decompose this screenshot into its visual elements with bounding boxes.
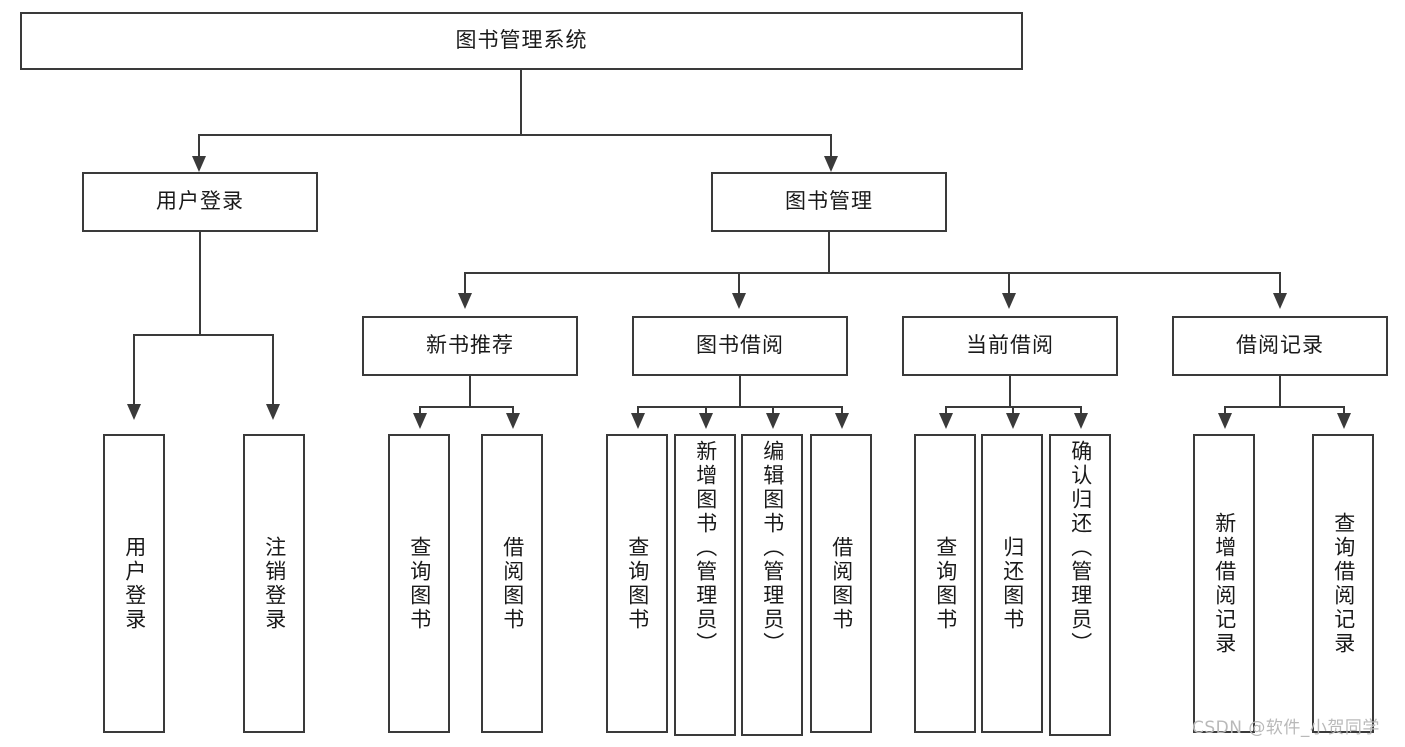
connector-level1-leg-right bbox=[830, 134, 832, 161]
connector-level2-leg-1 bbox=[464, 272, 466, 295]
node-leaf-query-borrow-record[interactable]: 查询借阅记录 bbox=[1312, 434, 1374, 733]
connector-book-borrow-bar bbox=[637, 406, 842, 408]
node-book-management[interactable]: 图书管理 bbox=[711, 172, 947, 232]
connector-book-borrow-leg-4 bbox=[841, 406, 843, 415]
connector-user-login-bar bbox=[133, 334, 272, 336]
arrowhead-to-leaf-return-book bbox=[1006, 413, 1020, 429]
connector-level2-leg-4 bbox=[1279, 272, 1281, 295]
arrowhead-to-leaf-add-book bbox=[699, 413, 713, 429]
connector-book-borrow-leg-1 bbox=[637, 406, 639, 415]
connector-current-borrow-leg-1 bbox=[945, 406, 947, 415]
node-label: 查询图书 bbox=[933, 535, 958, 632]
connector-current-borrow-leg-3 bbox=[1080, 406, 1082, 415]
connector-level2-leg-3 bbox=[1008, 272, 1010, 295]
connector-current-borrow-stem bbox=[1009, 376, 1011, 408]
arrowhead-to-leaf-borrow-book-1 bbox=[506, 413, 520, 429]
arrowhead-to-leaf-query-book-3 bbox=[939, 413, 953, 429]
arrowhead-to-book-management bbox=[824, 156, 838, 172]
node-label: 图书管理 bbox=[785, 189, 873, 214]
node-leaf-user-login[interactable]: 用户登录 bbox=[103, 434, 165, 733]
arrowhead-to-borrow-record bbox=[1273, 293, 1287, 309]
node-leaf-borrow-book-2[interactable]: 借阅图书 bbox=[810, 434, 872, 733]
node-label: 查询图书 bbox=[625, 535, 650, 632]
connector-root-stem bbox=[520, 70, 522, 135]
node-book-borrow[interactable]: 图书借阅 bbox=[632, 316, 848, 376]
node-label: 图书管理系统 bbox=[455, 28, 588, 53]
node-current-borrow[interactable]: 当前借阅 bbox=[902, 316, 1118, 376]
connector-borrow-record-leg-2 bbox=[1343, 406, 1345, 415]
node-label: 查询借阅记录 bbox=[1331, 511, 1356, 656]
node-leaf-add-borrow-record[interactable]: 新增借阅记录 bbox=[1193, 434, 1255, 733]
arrowhead-to-leaf-query-book-1 bbox=[413, 413, 427, 429]
arrowhead-to-leaf-query-record bbox=[1337, 413, 1351, 429]
arrowhead-to-leaf-borrow-book-2 bbox=[835, 413, 849, 429]
node-label: 新增借阅记录 bbox=[1212, 511, 1237, 656]
connector-book-borrow-leg-2 bbox=[705, 406, 707, 415]
node-label: 归还图书 bbox=[1000, 535, 1025, 632]
node-label: 图书借阅 bbox=[696, 333, 784, 358]
arrowhead-to-book-borrow bbox=[732, 293, 746, 309]
node-label: 借阅图书 bbox=[500, 535, 525, 632]
connector-current-borrow-leg-2 bbox=[1012, 406, 1014, 415]
connector-user-login-stem bbox=[199, 232, 201, 335]
node-leaf-query-book-3[interactable]: 查询图书 bbox=[914, 434, 976, 733]
node-leaf-query-book-1[interactable]: 查询图书 bbox=[388, 434, 450, 733]
node-label: 用户登录 bbox=[156, 189, 244, 214]
node-leaf-query-book-2[interactable]: 查询图书 bbox=[606, 434, 668, 733]
node-leaf-borrow-book-1[interactable]: 借阅图书 bbox=[481, 434, 543, 733]
arrowhead-to-leaf-add-record bbox=[1218, 413, 1232, 429]
node-label: 借阅图书 bbox=[829, 535, 854, 632]
node-label: 编辑图书（管理员） bbox=[760, 440, 785, 656]
arrowhead-to-leaf-confirm-return bbox=[1074, 413, 1088, 429]
node-label: 确认归还（管理员） bbox=[1068, 440, 1093, 656]
node-new-book-recommend[interactable]: 新书推荐 bbox=[362, 316, 578, 376]
arrowhead-to-current-borrow bbox=[1002, 293, 1016, 309]
node-root-book-management-system[interactable]: 图书管理系统 bbox=[20, 12, 1023, 70]
arrowhead-to-leaf-user-login bbox=[127, 404, 141, 420]
connector-user-login-leg-1 bbox=[133, 334, 135, 408]
connector-book-borrow-leg-3 bbox=[772, 406, 774, 415]
node-leaf-add-book-admin[interactable]: 新增图书（管理员） bbox=[674, 434, 736, 736]
node-borrow-record[interactable]: 借阅记录 bbox=[1172, 316, 1388, 376]
connector-book-management-stem bbox=[828, 232, 830, 274]
connector-new-book-stem bbox=[469, 376, 471, 408]
node-leaf-confirm-return-admin[interactable]: 确认归还（管理员） bbox=[1049, 434, 1111, 736]
node-label: 新增图书（管理员） bbox=[693, 440, 718, 656]
connector-book-borrow-stem bbox=[739, 376, 741, 408]
connector-new-book-leg-1 bbox=[419, 406, 421, 415]
node-leaf-logout[interactable]: 注销登录 bbox=[243, 434, 305, 733]
connector-borrow-record-leg-1 bbox=[1224, 406, 1226, 415]
connector-borrow-record-stem bbox=[1279, 376, 1281, 408]
arrowhead-to-new-book-recommend bbox=[458, 293, 472, 309]
node-label: 新书推荐 bbox=[426, 333, 514, 358]
node-label: 查询图书 bbox=[407, 535, 432, 632]
arrowhead-to-leaf-logout bbox=[266, 404, 280, 420]
connector-level2-leg-2 bbox=[738, 272, 740, 295]
connector-level1-leg-left bbox=[198, 134, 200, 161]
node-label: 用户登录 bbox=[122, 535, 147, 632]
arrowhead-to-leaf-edit-book bbox=[766, 413, 780, 429]
connector-new-book-bar bbox=[419, 406, 514, 408]
connector-user-login-leg-2 bbox=[272, 334, 274, 408]
node-leaf-edit-book-admin[interactable]: 编辑图书（管理员） bbox=[741, 434, 803, 736]
node-label: 当前借阅 bbox=[966, 333, 1054, 358]
node-leaf-return-book[interactable]: 归还图书 bbox=[981, 434, 1043, 733]
connector-level1-bar bbox=[198, 134, 832, 136]
node-label: 注销登录 bbox=[262, 535, 287, 632]
node-label: 借阅记录 bbox=[1236, 333, 1324, 358]
connector-new-book-leg-2 bbox=[512, 406, 514, 415]
arrowhead-to-leaf-query-book-2 bbox=[631, 413, 645, 429]
node-user-login[interactable]: 用户登录 bbox=[82, 172, 318, 232]
connector-level2-bar bbox=[464, 272, 1281, 274]
connector-borrow-record-bar bbox=[1224, 406, 1344, 408]
arrowhead-to-user-login bbox=[192, 156, 206, 172]
